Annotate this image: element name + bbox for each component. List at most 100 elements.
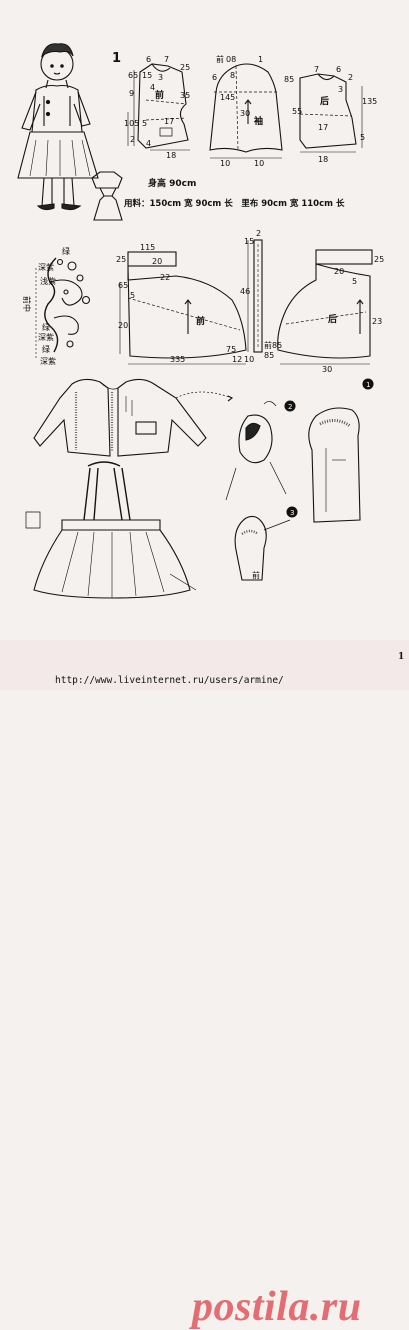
- skirt-back-pattern: [277, 249, 373, 365]
- svg-text:17: 17: [318, 123, 328, 132]
- svg-text:20: 20: [334, 267, 344, 276]
- svg-text:5: 5: [142, 119, 147, 128]
- svg-text:8: 8: [230, 71, 235, 80]
- svg-text:5: 5: [360, 133, 365, 142]
- front-center-note: 前中: [22, 296, 32, 312]
- step-number-1: 1: [366, 381, 370, 389]
- source-url[interactable]: http://www.liveinternet.ru/users/armine/: [55, 675, 284, 686]
- front-center-label: 前: [216, 54, 224, 64]
- bodice-front-pattern: [127, 63, 190, 151]
- strap-front-label: 前: [264, 340, 272, 350]
- svg-text:25: 25: [180, 63, 190, 72]
- svg-text:6: 6: [212, 73, 217, 82]
- svg-text:9: 9: [129, 89, 134, 98]
- strap-labels: 15 2 46 前 85: [240, 229, 274, 360]
- svg-text:18: 18: [166, 151, 176, 160]
- svg-text:10: 10: [254, 159, 264, 168]
- svg-text:5: 5: [130, 291, 135, 300]
- skirt-front-label: 前: [196, 315, 205, 327]
- svg-text:浅紫: 浅紫: [40, 276, 56, 286]
- svg-text:22: 22: [160, 273, 170, 282]
- svg-text:10: 10: [220, 159, 230, 168]
- svg-text:145: 145: [220, 93, 235, 102]
- svg-text:4: 4: [146, 139, 151, 148]
- svg-text:85: 85: [264, 351, 274, 360]
- step-number-2: 2: [288, 403, 292, 411]
- svg-text:2: 2: [130, 135, 135, 144]
- svg-text:2: 2: [348, 73, 353, 82]
- step-number-3: 3: [290, 509, 294, 517]
- embroidery-labels: 绿 深紫 浅紫 绿 深紫 绿 深紫 前中: [22, 247, 70, 366]
- svg-text:4: 4: [150, 83, 155, 92]
- step1-sleeve: [308, 407, 361, 523]
- jacket-drawing: [33, 378, 234, 457]
- skirt-front-pattern: [119, 251, 247, 365]
- svg-text:深紫: 深紫: [38, 333, 54, 342]
- svg-text:35: 35: [180, 91, 190, 100]
- sleeve-label: 袖: [253, 115, 263, 127]
- svg-text:23: 23: [372, 317, 382, 326]
- site-logo[interactable]: postila.ru: [192, 1284, 362, 1330]
- svg-text:335: 335: [170, 355, 185, 364]
- svg-text:08: 08: [226, 55, 236, 64]
- svg-text:115: 115: [140, 243, 155, 252]
- svg-text:135: 135: [362, 97, 377, 106]
- sleeve-pattern: [209, 63, 283, 159]
- embroidery-motif: [35, 257, 91, 360]
- sleeve-labels: 前 08 1 6 8 145 袖 30 10 10: [212, 54, 264, 168]
- svg-text:65: 65: [128, 71, 138, 80]
- svg-text:2: 2: [256, 229, 261, 238]
- svg-text:55: 55: [292, 107, 302, 116]
- svg-text:20: 20: [118, 321, 128, 330]
- pattern-page: 1 前 6 7 25 65 15 3 4 9 35 105 5 17 2 4 1…: [17, 43, 405, 1328]
- figure-number: 1: [112, 51, 121, 66]
- bodice-back-labels: 7 6 2 85 3 后 135 55 17 5 18: [284, 65, 377, 164]
- svg-text:17: 17: [164, 117, 174, 126]
- pattern-sheet: 1 前 6 7 25 65 15 3 4 9 35 105 5 17 2 4 1…: [17, 43, 384, 599]
- svg-text:7: 7: [164, 55, 169, 64]
- svg-text:15: 15: [244, 237, 254, 246]
- svg-text:绿: 绿: [42, 323, 50, 332]
- svg-text:20: 20: [152, 257, 162, 266]
- bodice-back-pattern: [299, 73, 363, 153]
- svg-text:12: 12: [232, 355, 242, 364]
- svg-text:15: 15: [142, 71, 152, 80]
- svg-text:25: 25: [374, 255, 384, 264]
- svg-text:10: 10: [244, 355, 254, 364]
- svg-text:深紫: 深紫: [40, 357, 56, 366]
- bodice-front-label: 前: [155, 89, 164, 101]
- svg-text:绿: 绿: [42, 345, 50, 354]
- svg-text:3: 3: [338, 85, 343, 94]
- svg-text:30: 30: [240, 109, 250, 118]
- svg-text:46: 46: [240, 287, 250, 296]
- svg-text:85: 85: [284, 75, 294, 84]
- svg-text:65: 65: [118, 281, 128, 290]
- svg-text:1: 1: [258, 55, 263, 64]
- svg-text:18: 18: [318, 155, 328, 164]
- step2-sleeve-head: [225, 401, 287, 501]
- bodice-back-label: 后: [320, 95, 329, 107]
- svg-text:85: 85: [272, 341, 282, 350]
- page-number: 1: [398, 652, 405, 662]
- svg-text:7: 7: [314, 65, 319, 74]
- strap-pattern: [247, 239, 263, 353]
- step3-front-label: 前: [252, 570, 260, 580]
- size-note: 身高 90cm: [148, 177, 196, 189]
- svg-text:3: 3: [158, 73, 163, 82]
- skirt-front-labels: 115 25 20 22 65 5 前 20 335 75 12 10: [116, 243, 254, 364]
- svg-text:深紫: 深紫: [38, 263, 54, 272]
- svg-text:5: 5: [352, 277, 357, 286]
- svg-text:6: 6: [336, 65, 341, 74]
- bodice-front-labels: 前 6 7 25 65 15 3 4 9 35 105 5 17 2 4 18: [124, 55, 190, 160]
- material-note: 用料：150cm 宽 90cm 长 里布 90cm 宽 110cm 长: [123, 198, 345, 209]
- svg-text:30: 30: [322, 365, 332, 374]
- svg-text:25: 25: [116, 255, 126, 264]
- svg-text:绿: 绿: [62, 247, 70, 256]
- child-illustration: [17, 43, 123, 221]
- skirt-back-labels: 25 20 5 后 23 30 85: [272, 255, 384, 374]
- step3-arm: [234, 515, 291, 581]
- skirt-back-label: 后: [328, 313, 337, 325]
- svg-text:6: 6: [146, 55, 151, 64]
- svg-text:75: 75: [226, 345, 236, 354]
- pinafore-drawing: [25, 461, 197, 599]
